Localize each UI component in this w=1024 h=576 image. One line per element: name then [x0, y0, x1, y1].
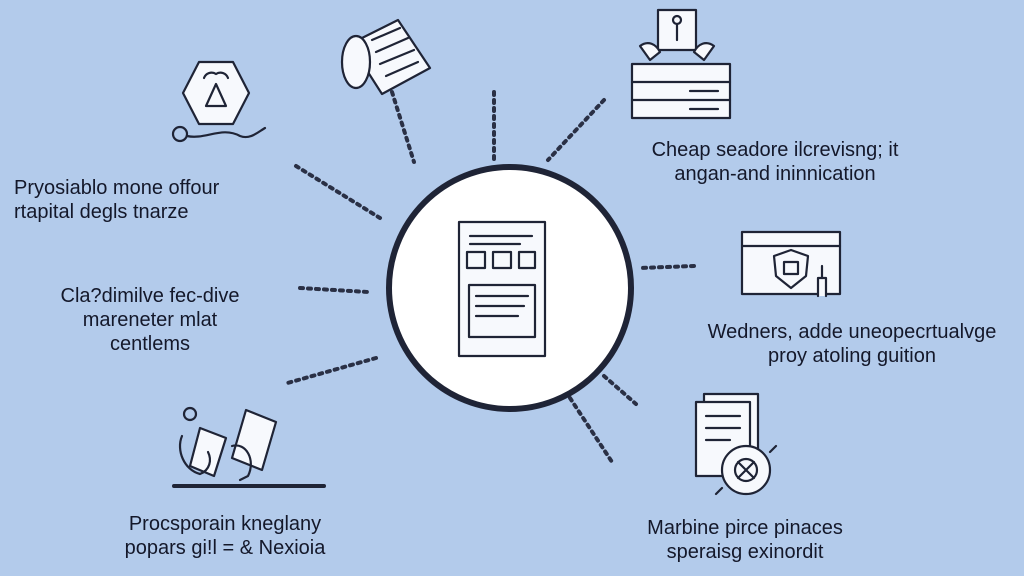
label-top-left: Pryosiablo mone offour rtapital degls tn… [14, 176, 219, 224]
label-top-right: Cheap seadore ilcrevisng; it angan-and i… [630, 138, 920, 186]
connector-top-right [546, 98, 606, 162]
connector-top-left [294, 164, 382, 220]
label-bottom-right-line-1: Marbine pirce pinaces [647, 517, 843, 539]
label-mid-right: Wedners, adde uneopecrtualvge proy atoli… [690, 320, 1014, 368]
scroll-document-icon [340, 18, 432, 96]
label-mid-left-line-2: mareneter mlat [82, 309, 218, 331]
label-bottom-left-line-2: popars gi!l = & Nexioia [124, 537, 326, 559]
label-bottom-right-line-2: speraisg exinordit [666, 541, 824, 563]
label-top-left-line-2: rtapital degls tnarze [14, 201, 189, 223]
label-mid-left-line-3: centlems [109, 333, 191, 355]
label-top-right-line-1: Cheap seadore ilcrevisng; it [651, 139, 899, 161]
document-gear-icon [694, 392, 778, 496]
connectors [282, 90, 696, 464]
document-layout-icon [457, 220, 547, 358]
label-mid-left: Cla?dimilve fec-dive mareneter mlat cent… [40, 284, 260, 356]
label-mid-right-line-1: Wedners, adde uneopecrtualvge [707, 321, 997, 343]
connector-lower-right-1 [602, 374, 638, 406]
label-bottom-left-line-1: Procsporain kneglany [128, 513, 322, 535]
label-bottom-left: Procsporain kneglany popars gi!l = & Nex… [100, 512, 350, 560]
server-stack-icon [630, 8, 732, 120]
label-mid-left-line-1: Cla?dimilve fec-dive [60, 285, 240, 307]
connector-mid-right [638, 264, 696, 270]
shield-browser-icon [740, 230, 842, 298]
connector-lower-left [282, 356, 378, 386]
label-top-left-line-1: Pryosiablo mone offour [14, 177, 220, 199]
connector-mid-left [298, 286, 370, 294]
label-bottom-right: Marbine pirce pinaces speraisg exinordit [630, 516, 860, 564]
central-hub [386, 164, 634, 412]
recycle-hexagon-icon [171, 60, 267, 143]
hands-documents-icon [172, 406, 326, 488]
connector-lower-right-2 [568, 396, 614, 464]
label-top-right-line-2: angan-and ininnication [674, 163, 876, 185]
connector-top-center-left [390, 90, 416, 164]
label-mid-right-line-2: proy atoling guition [768, 345, 936, 367]
